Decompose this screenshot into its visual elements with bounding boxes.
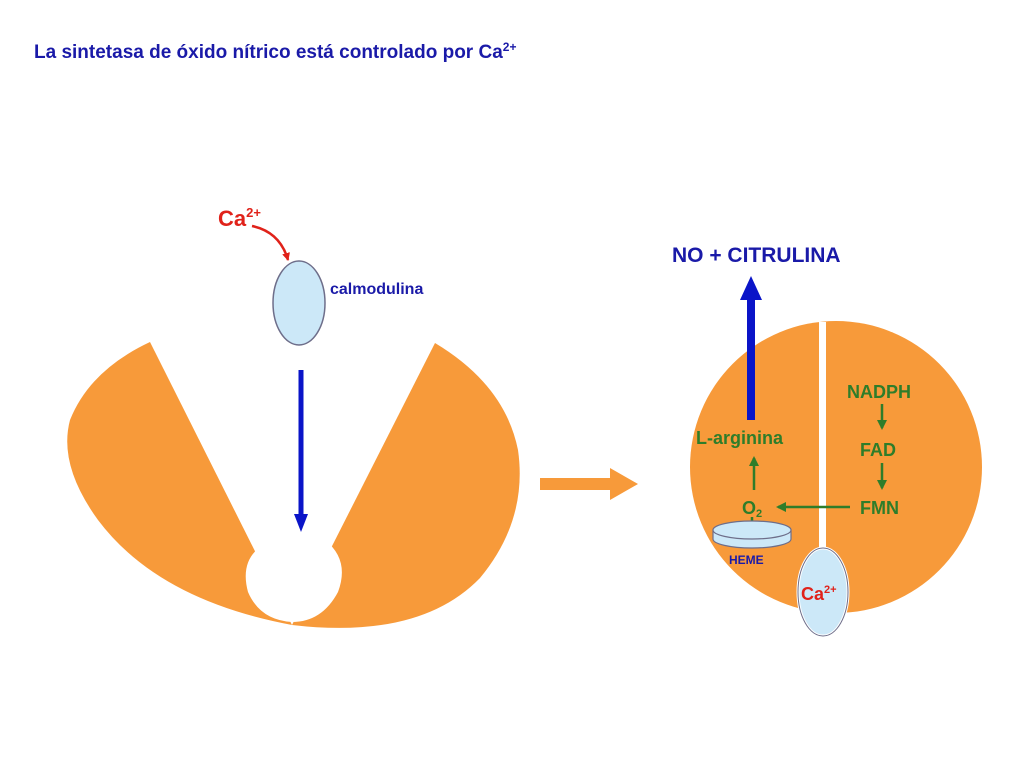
page-title-superscript: 2+ xyxy=(503,40,517,54)
calcium-ion-left-base: Ca xyxy=(218,206,247,231)
page-title-text: La sintetasa de óxido nítrico está contr… xyxy=(34,42,503,63)
cofactor-nadph: NADPH xyxy=(847,382,911,402)
heme-label: HEME xyxy=(729,553,764,567)
calcium-ion-left: Ca2+ xyxy=(218,205,261,231)
calcium-ion-right: Ca2+ xyxy=(801,584,837,604)
calcium-binding-arrow xyxy=(251,224,290,261)
calcium-ion-left-superscript: 2+ xyxy=(246,205,261,220)
calcium-ion-right-base: Ca xyxy=(801,584,825,604)
enzyme-right-lobe xyxy=(292,343,520,628)
calcium-ion-right-superscript: 2+ xyxy=(824,584,837,596)
calmodulin-ellipse-left xyxy=(272,260,326,346)
product-label: NO + CITRULINA xyxy=(672,244,841,267)
substrate-label: L-arginina xyxy=(696,428,784,448)
transition-arrow xyxy=(540,468,638,500)
left-enzyme xyxy=(67,342,520,628)
calmodulin-label: calmodulina xyxy=(330,281,423,298)
calmodulin-descent-arrow xyxy=(294,370,308,532)
oxygen-label-base: O xyxy=(742,498,756,518)
cofactor-fmn: FMN xyxy=(860,498,899,518)
page-title: La sintetasa de óxido nítrico está contr… xyxy=(34,40,516,63)
enzyme-domain-divider xyxy=(819,322,826,552)
heme-disc xyxy=(712,520,792,549)
oxygen-label-subscript: 2 xyxy=(756,508,762,520)
enzyme-left-lobe xyxy=(67,342,292,625)
cofactor-fad: FAD xyxy=(860,440,896,460)
calmodulin-binding-site xyxy=(245,536,342,622)
oxygen-label: O2 xyxy=(742,498,762,520)
product-release-arrow xyxy=(740,276,762,420)
